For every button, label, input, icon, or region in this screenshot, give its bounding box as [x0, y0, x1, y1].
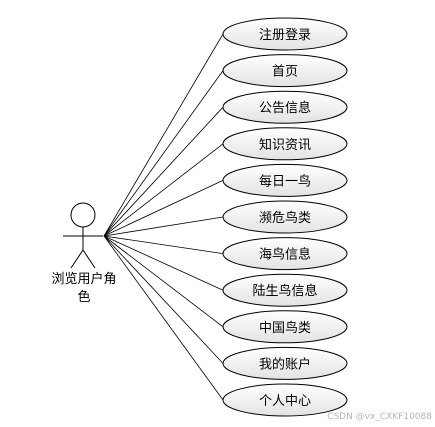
use-case: 注册登录 — [222, 17, 348, 51]
use-case-ellipse — [222, 17, 348, 51]
use-case-label: 注册登录 — [259, 28, 311, 43]
association-line — [103, 143, 224, 237]
use-case-ellipse — [222, 163, 348, 197]
association-line — [103, 106, 224, 237]
use-case: 陆生鸟信息 — [222, 273, 348, 307]
use-case: 首页 — [222, 54, 348, 88]
actor-label-line1: 浏览用户角 — [51, 271, 116, 287]
association-line — [103, 235, 224, 328]
use-case-label: 海鸟信息 — [259, 247, 311, 263]
use-case-label: 个人中心 — [259, 394, 311, 409]
association-line — [103, 216, 224, 237]
use-case: 每日一鸟 — [222, 163, 348, 197]
association-line — [103, 235, 224, 364]
use-case-label: 公告信息 — [259, 100, 311, 116]
actor-label-line2: 色 — [77, 289, 90, 305]
association-line — [103, 235, 224, 254]
use-case-ellipse — [222, 383, 348, 417]
use-case-ellipse — [222, 273, 348, 307]
use-case-label: 中国鸟类 — [259, 320, 311, 336]
use-case-label: 陆生鸟信息 — [252, 283, 317, 299]
association-line — [103, 180, 224, 237]
use-case-ellipse — [222, 127, 348, 161]
use-case-ellipse — [222, 237, 348, 271]
use-case: 公告信息 — [222, 90, 348, 124]
use-case: 濒危鸟类 — [222, 200, 348, 234]
actor-left-leg — [70, 249, 84, 269]
watermark: CSDN @vx_CXKF10088 — [327, 412, 432, 422]
use-case-ellipse — [222, 346, 348, 380]
use-case: 海鸟信息 — [222, 237, 348, 271]
use-case: 知识资讯 — [222, 127, 348, 161]
association-line — [103, 235, 224, 291]
use-case-ellipse — [222, 54, 348, 88]
use-case-ellipse — [222, 310, 348, 344]
use-case-label: 首页 — [272, 65, 298, 80]
use-case-label: 濒危鸟类 — [259, 210, 311, 226]
use-case-ellipse — [222, 200, 348, 234]
association-line — [103, 33, 224, 237]
use-case: 中国鸟类 — [222, 310, 348, 344]
association-lines — [103, 33, 224, 401]
use-case-label: 每日一鸟 — [259, 173, 311, 189]
association-line — [103, 235, 224, 401]
use-case-list: 注册登录首页公告信息知识资讯每日一鸟濒危鸟类海鸟信息陆生鸟信息中国鸟类我的账户个… — [222, 17, 348, 417]
use-case-label: 知识资讯 — [259, 137, 311, 153]
association-line — [103, 70, 224, 237]
use-case-label: 我的账户 — [259, 356, 311, 372]
actor-browsing-user — [63, 202, 103, 269]
actor-head — [70, 202, 96, 228]
actor-right-leg — [82, 249, 96, 269]
use-case-ellipse — [222, 90, 348, 124]
use-case: 我的账户 — [222, 346, 348, 380]
use-case: 个人中心 — [222, 383, 348, 417]
